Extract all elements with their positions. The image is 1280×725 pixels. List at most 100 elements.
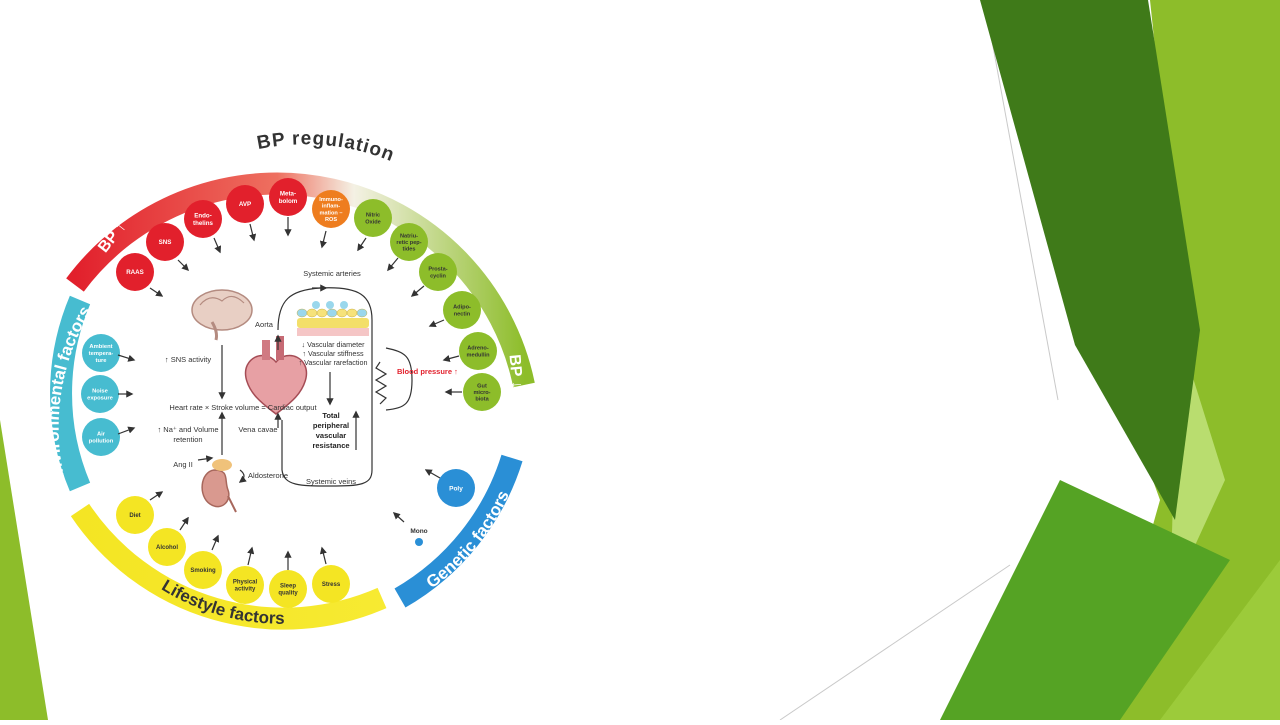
red-factor-2: Endo-thelins — [184, 200, 222, 238]
systemic-veins-label: Systemic veins — [306, 477, 356, 486]
tpr-label-1: Total — [322, 411, 339, 420]
bp-regulation-arc — [66, 172, 535, 388]
ang-ii-label: Ang II — [173, 460, 193, 469]
brain-icon — [191, 289, 253, 341]
green-factor-4-circle — [459, 332, 497, 370]
blood-pressure-label: Blood pressure ↑ — [397, 367, 458, 376]
bp-regulation-diagram: BP regulation BP ↑ BP ↓ Environmental fa… — [44, 128, 535, 630]
decor-line-2 — [779, 564, 1011, 721]
vessel-cell — [340, 301, 348, 309]
green-factor-5-text: Gut — [477, 383, 487, 389]
lifestyle-factor-4-circle — [269, 570, 307, 608]
right-dark-green-chevron — [980, 0, 1200, 520]
vascular-stiffness-label: ↑ Vascular stiffness — [302, 349, 364, 358]
na-retention-label-1: ↑ Na⁺ and Volume — [157, 425, 218, 434]
environmental-factor-2-text: pollution — [89, 438, 114, 444]
resistance-symbol — [374, 361, 388, 405]
orange-factor-arrow — [319, 230, 327, 249]
green-factor-5-circle — [463, 373, 501, 411]
green-factor-3-text: nectin — [454, 311, 471, 317]
genetic-poly-circle — [437, 469, 475, 507]
tpr-label-2: peripheral — [313, 421, 349, 430]
kidney-icon — [201, 459, 237, 513]
orange-factor-text: mation – — [319, 210, 342, 216]
green-factor-arrow-2 — [410, 285, 425, 297]
cardiac-output-label: Heart rate × Stroke volume = Cardiac out… — [169, 403, 317, 412]
environmental-factor-0-text: Ambient — [89, 344, 112, 350]
lifestyle-factor-1: Alcohol — [148, 528, 186, 566]
environmental-arc — [50, 295, 91, 492]
red-factor-2-text: thelins — [193, 220, 213, 227]
vessel-cell — [296, 308, 308, 318]
diagram-background — [70, 165, 530, 625]
vessel-cell — [356, 308, 368, 318]
green-factor-arrow-0 — [357, 237, 367, 252]
lifestyle-factor-5-text: Stress — [322, 582, 341, 588]
right-mid-green-chevron — [940, 480, 1230, 720]
vascular-rarefaction-label: ↑ Vascular rarefaction — [299, 358, 368, 367]
bp-regulation-title-text: BP regulation — [255, 128, 396, 166]
genetic-mono-text: Mono — [410, 528, 427, 535]
red-factor-arrow-0 — [149, 287, 164, 297]
green-factor-3-circle — [443, 291, 481, 329]
green-factor-arrow-4 — [442, 355, 460, 362]
bp-regulation-title: BP regulation — [255, 128, 397, 166]
green-factor-5-text: micro- — [473, 390, 490, 396]
green-factor-0-circle — [354, 199, 392, 237]
green-factor-1-text: Natriu- — [400, 233, 418, 239]
green-factor-4: Adreno-medullin — [459, 332, 497, 370]
green-factor-2-text: cyclin — [430, 273, 446, 279]
genetic-poly-arrow — [424, 469, 441, 479]
red-factor-1-text: SNS — [159, 239, 172, 246]
red-factor-3-text: AVP — [239, 201, 251, 208]
vessel-cell — [326, 308, 338, 318]
environmental-factor-0-circle — [82, 334, 120, 372]
environmental-factor-1-circle — [81, 375, 119, 413]
factor-arrows — [117, 217, 462, 570]
green-factor-1-text: tides — [402, 247, 415, 253]
lifestyle-factor-arrow-5 — [319, 546, 327, 565]
vessel-cell — [316, 308, 328, 318]
environmental-factor-1-text: exposure — [87, 395, 114, 401]
green-factor-5-text: biota — [475, 397, 489, 403]
red-factor-0: RAAS — [116, 253, 154, 291]
genetic-poly-text: Poly — [449, 486, 463, 493]
lifestyle-factor-5: Stress — [312, 565, 350, 603]
tpr-label-3: vascular — [316, 431, 347, 440]
environmental-factor-0-text: tempera- — [89, 351, 114, 357]
lifestyle-factor-3-text: Physical — [233, 580, 258, 586]
genetic-mono-arrow — [392, 512, 405, 523]
red-factor-4-circle — [269, 178, 307, 216]
vena-cavae-label: Vena cavae — [238, 425, 277, 434]
vascular-diameter-label: ↓ Vascular diameter — [302, 340, 366, 349]
genetic-arc — [394, 454, 523, 608]
red-factor-arrow-2 — [213, 237, 222, 254]
vessel-cell — [326, 301, 334, 309]
red-factor-2-text: Endo- — [194, 213, 212, 220]
arrow-aldosterone — [238, 469, 247, 483]
green-factor-1: Natriu-retic pep-tides — [390, 223, 428, 261]
orange-factor-text: ROS — [325, 217, 337, 223]
lifestyle-factor-2-text: Smoking — [190, 568, 216, 574]
red-factor-3: AVP — [226, 185, 264, 223]
green-factor-1-text: retic pep- — [396, 240, 421, 246]
lifestyle-factor-arrow-0 — [149, 491, 164, 501]
aldosterone-label: Aldosterone — [248, 471, 288, 480]
orange-factor-text: inflam- — [322, 204, 340, 210]
vessel-cell — [306, 308, 318, 318]
green-factor-2-circle — [419, 253, 457, 291]
lifestyle-factor-arrow-2 — [211, 534, 220, 551]
lifestyle-factor-5-circle — [312, 565, 350, 603]
red-factor-3-circle — [226, 185, 264, 223]
lifestyle-factor-4-text: Sleep — [280, 584, 296, 590]
lifestyle-factor-1-circle — [148, 528, 186, 566]
green-factor-2: Prosta-cyclin — [419, 253, 457, 291]
environmental-factor-2-circle — [82, 418, 120, 456]
lifestyle-arc — [70, 503, 387, 630]
